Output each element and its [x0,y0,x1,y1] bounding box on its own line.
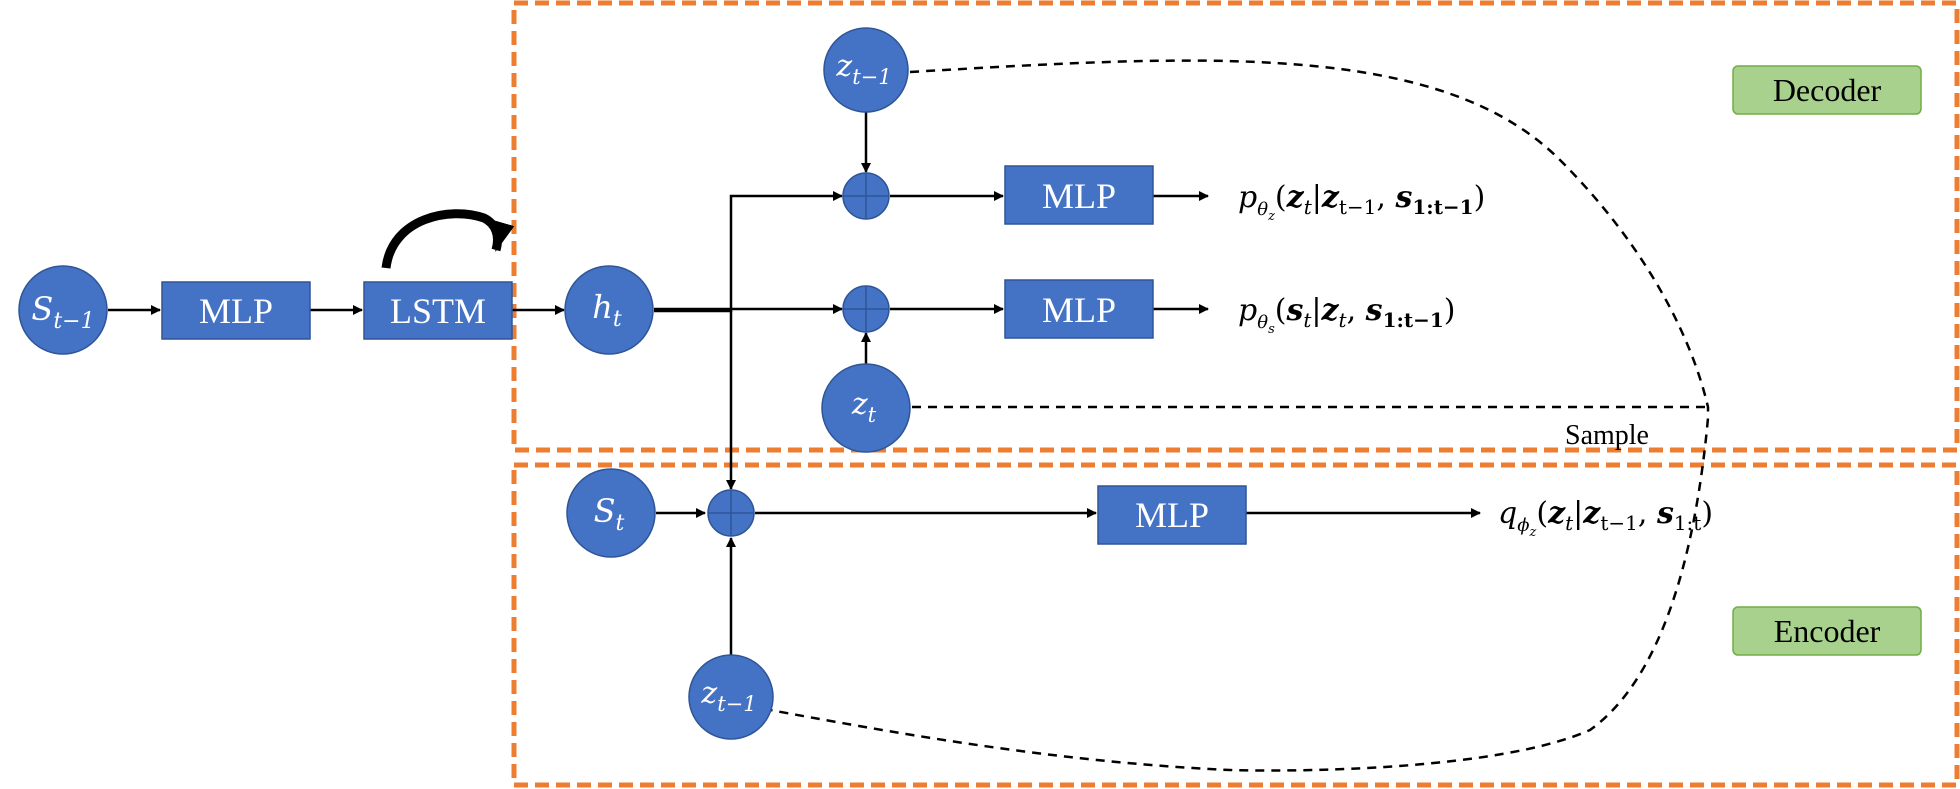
encoder-label: Encoder [1732,606,1922,656]
node-s-t-encoder-base: S [594,492,616,530]
node-h-t-sub: t [613,307,622,332]
node-z-t-decoder-base: z [851,387,868,422]
node-s-t-encoder-sub: t [616,511,625,536]
decoder-label-text: Decoder [1773,72,1882,108]
circle-plus-icon [842,172,890,220]
mlp-likelihood-block: MLP [1004,279,1154,339]
lstm-block: LSTM [363,281,513,340]
svg-text:zt: zt [851,387,877,427]
node-s-prev-sub: t−1 [53,309,94,334]
mlp-input-block: MLP [161,281,311,340]
likelihood-s-formula: pθs(st|zt, s1:t−1) [1238,293,1456,337]
encoder-region [511,462,1960,788]
encoder-label-text: Encoder [1774,613,1881,649]
circle-plus-icon [842,285,890,333]
mlp-prior-block: MLP [1004,165,1154,225]
decoder-label: Decoder [1732,65,1922,115]
svg-text:St: St [594,492,625,536]
mlp-posterior-label: MLP [1135,495,1209,535]
recurrence-arrow [381,209,515,269]
svg-text:St−1: St−1 [31,290,94,334]
svg-text:ht: ht [592,288,622,332]
lstm-label: LSTM [390,291,486,331]
svg-text:zt−1: zt−1 [835,49,891,89]
node-z-t-decoder-sub: t [868,403,877,427]
node-z-t-decoder: zt [821,363,911,453]
sample-label: Sample [1565,420,1649,451]
node-z-prev-decoder: zt−1 [823,27,909,113]
node-h-t: ht [564,265,654,355]
mlp-posterior-block: MLP [1097,485,1247,545]
decoder-dashed-connector [769,59,1710,772]
node-h-t-base: h [592,288,613,326]
node-z-prev-decoder-sub: t−1 [852,65,891,89]
node-s-t-encoder: St [566,468,656,558]
circle-plus-icon [707,489,755,537]
mlp-prior-label: MLP [1042,176,1116,216]
posterior-z-formula: qϕz(zt|zt−1, s1:t) [1498,496,1713,540]
node-s-prev-base: S [31,290,53,328]
prior-z-formula: pθz(zt|zt−1, s1:t−1) [1238,180,1485,224]
mlp-input-label: MLP [199,291,273,331]
node-z-prev-decoder-base: z [835,49,852,84]
node-z-prev-encoder-sub: t−1 [717,692,756,716]
node-z-prev-encoder-base: z [700,676,717,711]
node-s-prev: St−1 [18,265,108,355]
arrow-ht-to-sum-z [654,191,843,313]
svg-text:zt−1: zt−1 [700,676,756,716]
node-z-prev-encoder: zt−1 [688,654,774,740]
mlp-likelihood-label: MLP [1042,290,1116,330]
